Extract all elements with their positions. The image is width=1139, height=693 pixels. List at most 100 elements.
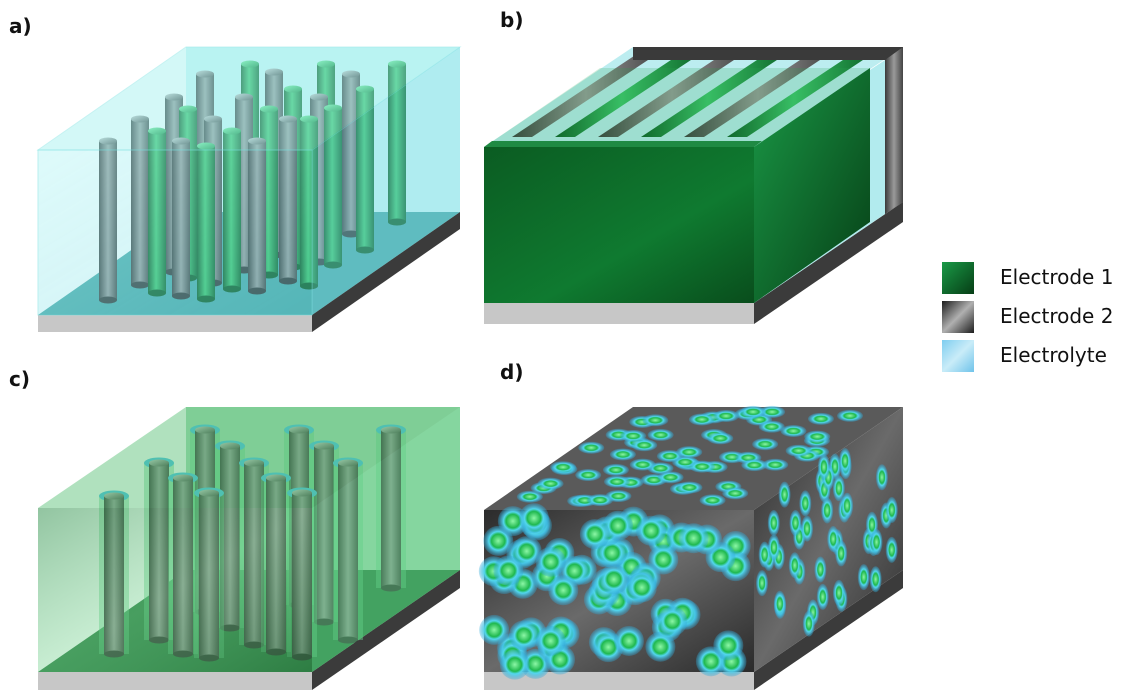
electrode1-particle [799, 490, 812, 517]
panel-a-diagram [36, 46, 462, 332]
substrate-front [38, 672, 312, 690]
substrate-front [38, 315, 312, 332]
electrode2-finger [512, 52, 660, 137]
panel-d-diagram [478, 405, 903, 690]
electrode1-particle [832, 475, 845, 502]
electrode1-particle [869, 566, 882, 593]
substrate-side [312, 212, 460, 332]
electrode1-nanowire [324, 104, 342, 269]
panel-c-label: c) [9, 367, 30, 391]
electrode1-particle [535, 546, 566, 577]
electrode2-nanowire [376, 424, 406, 592]
electrode1-particle [773, 590, 786, 617]
electrode1-particle [841, 492, 854, 519]
substrate-side [312, 570, 460, 690]
electrode1-particle [875, 464, 888, 491]
electrode1-particle [741, 459, 768, 472]
electrode1-particle [537, 477, 564, 490]
electrode1-particle [676, 481, 703, 494]
electrode1-particle [758, 420, 785, 433]
electrode1-particle [885, 497, 898, 524]
electrode1-top [38, 407, 460, 508]
electrode1-particle [788, 552, 801, 579]
electrode1-particle [518, 503, 549, 534]
electrode1-front [484, 147, 754, 303]
electrode1-side [312, 407, 460, 672]
electrode1-particle [759, 405, 786, 418]
electrode2-nanowire [309, 440, 339, 626]
electrode1-top-edge [484, 68, 870, 147]
electrode2-swatch-fill [942, 301, 974, 333]
electrolyte-side [312, 47, 460, 315]
electrode1-particle [689, 460, 716, 473]
electrode1-particle [827, 525, 840, 552]
electrode1-nanowire [388, 60, 406, 226]
electrode1-particle [835, 540, 848, 567]
electrode1-particle [575, 469, 602, 482]
electrode1-particle [626, 572, 657, 603]
electrode1-particle [758, 541, 771, 568]
electrode1-particle [579, 519, 610, 550]
electrode1-particle [807, 412, 834, 425]
electrode1-particle [870, 529, 883, 556]
electrode1-front [38, 508, 312, 672]
electrode2-side [885, 47, 903, 214]
electrode1-particle [740, 405, 767, 418]
electrode1-particle [767, 534, 780, 561]
panel-d-label: d) [500, 360, 524, 384]
electrode1-particle [804, 430, 831, 443]
electrode2-finger [684, 52, 832, 137]
electrode1-particle [631, 439, 658, 452]
electrode1-particle [722, 487, 749, 500]
electrode1-particle [550, 461, 577, 474]
electrode1-swatch-fill [942, 262, 974, 294]
electrode1-finger [727, 52, 875, 137]
electrode1-particle [656, 450, 683, 463]
electrode1-particle [587, 494, 614, 507]
electrode1-particle [802, 610, 815, 637]
electrode1-particle [713, 630, 744, 661]
electrode1-particle [645, 631, 676, 662]
electrode1-particle [647, 428, 674, 441]
electrode1-particle [832, 579, 845, 606]
electrode1-particle [636, 515, 667, 546]
electrode1-particle [752, 438, 779, 451]
electrode1-particle [778, 481, 791, 508]
electrode1-particle [642, 414, 669, 427]
electrode1-finger [555, 52, 703, 137]
electrode1-particle [762, 458, 789, 471]
electrode1-particle [785, 444, 812, 457]
electrode1-particle [493, 555, 524, 586]
electrode1-particle [602, 463, 629, 476]
electrode1-particle [620, 429, 647, 442]
electrode2-nanowire [342, 70, 360, 238]
electrode1-particle [657, 606, 688, 637]
electrode1-particle [578, 441, 605, 454]
electrode1-side [754, 68, 870, 303]
electrode1-particle [780, 425, 807, 438]
electrode1-particle [816, 583, 829, 610]
electrode1-top-strip [484, 141, 762, 147]
electrode1-particle [613, 625, 644, 656]
electrode1-particle [699, 494, 726, 507]
electrode1-particle [814, 556, 827, 583]
substrate-front [484, 672, 754, 690]
electrode1-nanowire [356, 85, 374, 254]
electrode1-particle [713, 409, 740, 422]
electrode1-particle [508, 620, 539, 651]
substrate-side [754, 570, 903, 690]
electrode1-particle [767, 509, 780, 536]
electrode1-particle [609, 448, 636, 461]
electrode1-particle [535, 625, 566, 656]
electrode1-particle [857, 564, 870, 591]
electrode1-particle [678, 523, 709, 554]
electrode1-particle [836, 409, 863, 422]
electrode1-particle [603, 475, 630, 488]
electrode1-particle [801, 515, 814, 542]
legend-label: Electrolyte [1000, 343, 1107, 367]
electrolyte-swatch-fill [942, 340, 974, 372]
electrode1-particle [548, 575, 579, 606]
substrate-front [484, 303, 754, 324]
panel-b-label: b) [500, 8, 524, 32]
